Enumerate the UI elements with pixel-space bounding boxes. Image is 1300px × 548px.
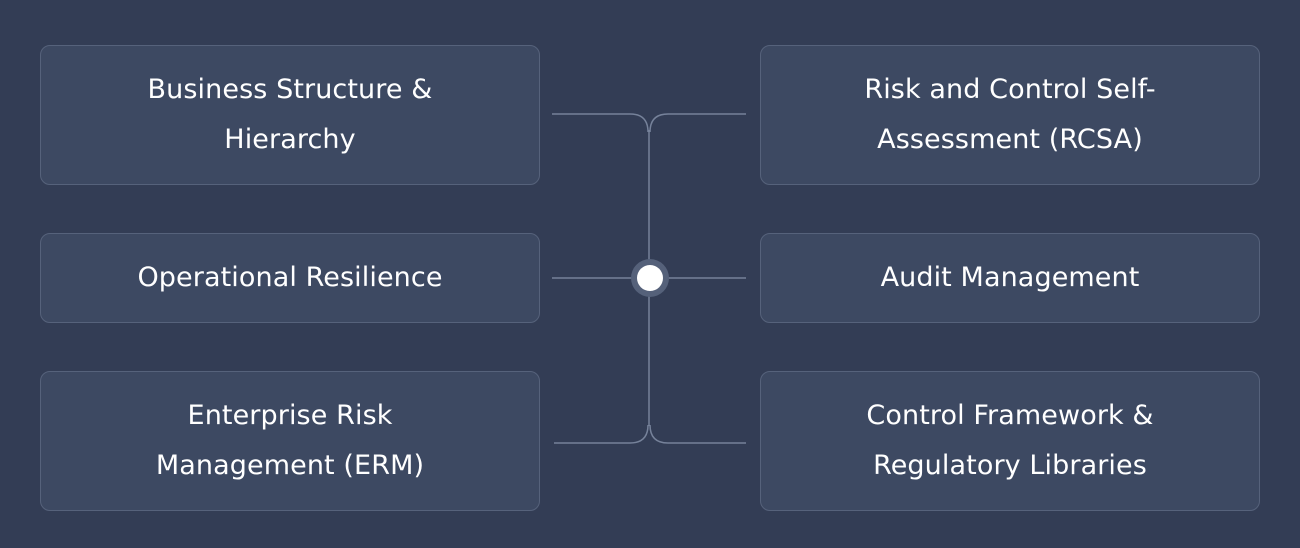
- card-enterprise-risk-management: Enterprise Risk Management (ERM): [40, 371, 540, 511]
- card-risk-control-self-assessment: Risk and Control Self-Assessment (RCSA): [760, 45, 1260, 185]
- connector-line-bottom-right: [649, 424, 746, 444]
- card-label: Risk and Control Self-Assessment (RCSA): [864, 74, 1156, 155]
- card-label: Business Structure & Hierarchy: [147, 74, 433, 155]
- card-control-framework-regulatory-libraries: Control Framework & Regulatory Libraries: [760, 371, 1260, 511]
- card-label: Enterprise Risk Management (ERM): [155, 400, 425, 481]
- connector-line-bottom-left: [554, 424, 649, 444]
- card-label: Control Framework & Regulatory Libraries: [866, 400, 1154, 481]
- card-label: Audit Management: [880, 262, 1140, 293]
- hub-node: [637, 265, 663, 291]
- card-audit-management: Audit Management: [760, 233, 1260, 323]
- card-operational-resilience: Operational Resilience: [40, 233, 540, 323]
- connector-line-top-left: [552, 113, 649, 133]
- connector-line-top-right: [649, 113, 746, 133]
- card-business-structure-hierarchy: Business Structure & Hierarchy: [40, 45, 540, 185]
- card-label: Operational Resilience: [137, 262, 443, 293]
